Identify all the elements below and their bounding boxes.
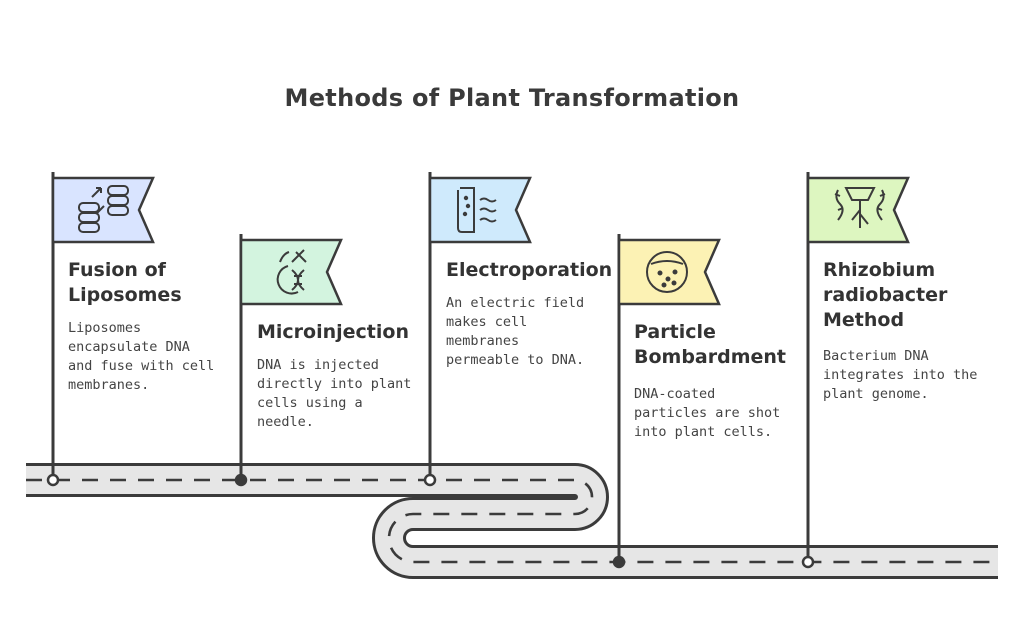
step-electroporation (423, 172, 532, 487)
milestone-dot (234, 473, 248, 487)
plant-dna-icon (276, 249, 307, 295)
electric-field-icon (457, 187, 497, 233)
milestone-dot (46, 473, 60, 487)
flag (51, 176, 155, 244)
step-microinjection (234, 234, 343, 487)
step-rhizobium-radiobacter (801, 172, 910, 569)
flag (239, 238, 343, 306)
flag (617, 238, 721, 306)
road (26, 463, 998, 579)
milestone-dot (801, 555, 815, 569)
step-particle-bombardment (612, 234, 721, 569)
milestone-dot (423, 473, 437, 487)
bacterium-roots-icon (834, 187, 886, 228)
diagram-title: Methods of Plant Transformation (284, 84, 740, 112)
step-title: Electroporation (446, 259, 613, 281)
particle-icon (646, 251, 688, 293)
milestone-dot (612, 555, 626, 569)
liposome-icon (78, 185, 129, 233)
step-fusion-of-liposomes (46, 172, 155, 487)
step-title: Microinjection (257, 321, 409, 343)
